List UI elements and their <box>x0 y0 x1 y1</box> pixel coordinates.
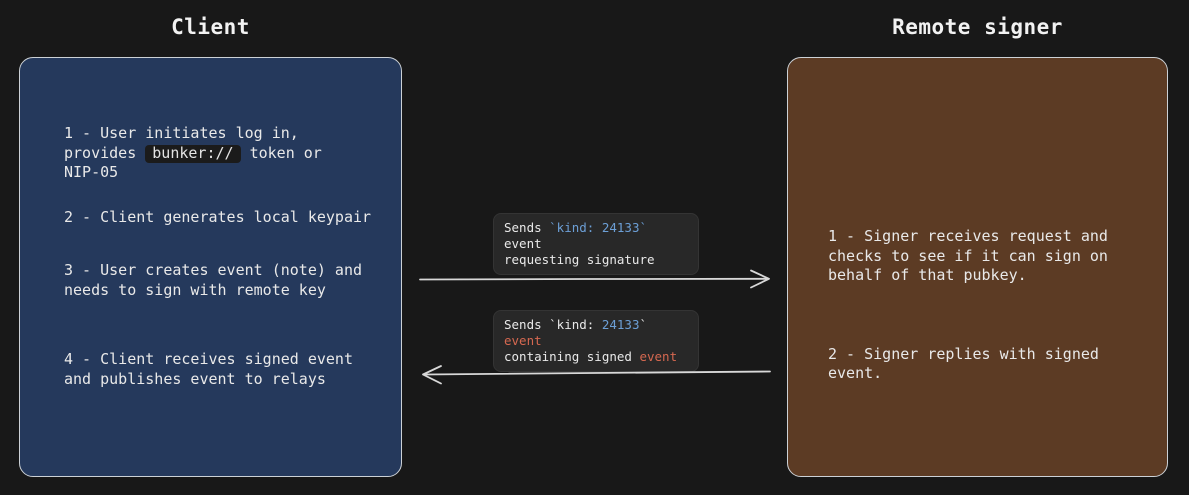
client-step-2: 2 - Client generates local keypair <box>64 207 372 226</box>
signer-step-1: 1 - Signer receives request and checks t… <box>828 227 1108 284</box>
response-message-label: Sends `kind: 24133` event containing sig… <box>493 310 699 372</box>
client-step-1-text-pre: 1 - User initiates log in, provides <box>64 124 299 162</box>
response-event-token-1: event <box>504 333 542 348</box>
client-title: Client <box>171 15 250 39</box>
remote-signer-box: 1 - Signer receives request and checks t… <box>787 57 1168 477</box>
response-event-token-2: event <box>639 349 678 364</box>
request-seg-3: event requesting signature <box>504 236 655 267</box>
bunker-token-badge: bunker:// <box>145 144 241 163</box>
signer-step-2: 2 - Signer replies with signed event. <box>828 344 1099 383</box>
client-step-4: 4 - Client receives signed event and pub… <box>64 350 353 388</box>
response-kind-number: 24133 <box>601 317 640 332</box>
response-seg-5: containing signed <box>504 349 632 364</box>
client-step-1-text-post: token or NIP-05 <box>64 143 322 182</box>
request-seg-1: Sends <box>504 220 550 235</box>
client-step-3: 3 - User creates event (note) and needs … <box>64 261 363 299</box>
remote-signer-title: Remote signer <box>892 15 1063 39</box>
response-seg-1: Sends `kind: <box>504 317 602 332</box>
request-kind-code: `kind: 24133` <box>549 220 647 235</box>
client-box: 1 - User initiates log in, provides bunk… <box>19 57 402 477</box>
response-seg-3: ` <box>639 317 648 332</box>
client-step-1: 1 - User initiates log in, provides bunk… <box>64 124 373 183</box>
request-message-label: Sends `kind: 24133` event requesting sig… <box>493 213 699 275</box>
